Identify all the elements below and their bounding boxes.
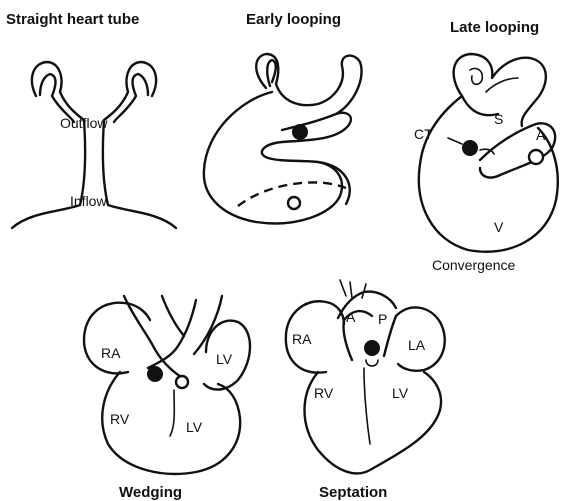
late-loop-body-outline xyxy=(419,96,558,252)
septation-vessel-lines xyxy=(340,280,366,298)
late-loop-black-dot xyxy=(462,140,478,156)
wedging-lv-bottom-label: LV xyxy=(186,419,203,435)
early-loop-body-outline xyxy=(204,92,351,223)
wedging-lv-top-label: LV xyxy=(216,351,233,367)
a-label: A xyxy=(536,127,546,143)
septation-panel: RA A P LA RV LV Septation xyxy=(286,280,445,501)
convergence-caption: Convergence xyxy=(432,257,515,273)
outflow-label: Outflow xyxy=(60,115,108,131)
septation-la-label: LA xyxy=(408,337,426,353)
early-loop-black-dot xyxy=(292,124,308,140)
early-looping-title: Early looping xyxy=(246,11,341,28)
straight-tube-right-outline xyxy=(103,62,176,228)
septation-valve-mark xyxy=(366,360,378,366)
wedging-caption: Wedging xyxy=(119,484,182,501)
septation-septum-line xyxy=(364,368,370,444)
septation-rv-label: RV xyxy=(314,385,334,401)
septation-caption: Septation xyxy=(319,484,387,501)
wedging-white-dot xyxy=(176,376,188,388)
early-looping-panel: Early looping xyxy=(204,11,362,223)
early-loop-white-dot xyxy=(288,197,300,209)
late-looping-title: Late looping xyxy=(450,19,539,36)
late-looping-panel: Late looping CT S A V Convergence xyxy=(414,19,558,273)
septation-ra-label: RA xyxy=(292,331,312,347)
late-loop-white-dot xyxy=(529,150,543,164)
late-loop-outflow-inner xyxy=(470,68,518,92)
wedging-black-dot xyxy=(147,366,163,382)
s-label: S xyxy=(494,111,503,127)
wedging-septum-line xyxy=(170,390,174,436)
early-loop-outflow-outline xyxy=(256,54,361,114)
ct-label: CT xyxy=(414,126,433,142)
wedging-rv-label: RV xyxy=(110,411,130,427)
straight-heart-tube-title: Straight heart tube xyxy=(6,11,139,28)
wedging-ra-label: RA xyxy=(101,345,121,361)
septation-p-label: P xyxy=(378,311,387,327)
wedging-ra-outline xyxy=(84,303,150,374)
straight-heart-tube-panel: Straight heart tube Outflow Inflow xyxy=(6,11,176,228)
inflow-label: Inflow xyxy=(70,193,107,209)
septation-lv-label: LV xyxy=(392,385,409,401)
septation-black-dot xyxy=(364,340,380,356)
wedging-panel: RA LV RV LV Wedging xyxy=(84,296,250,501)
septation-a-label: A xyxy=(346,309,356,325)
v-label: V xyxy=(494,219,504,235)
